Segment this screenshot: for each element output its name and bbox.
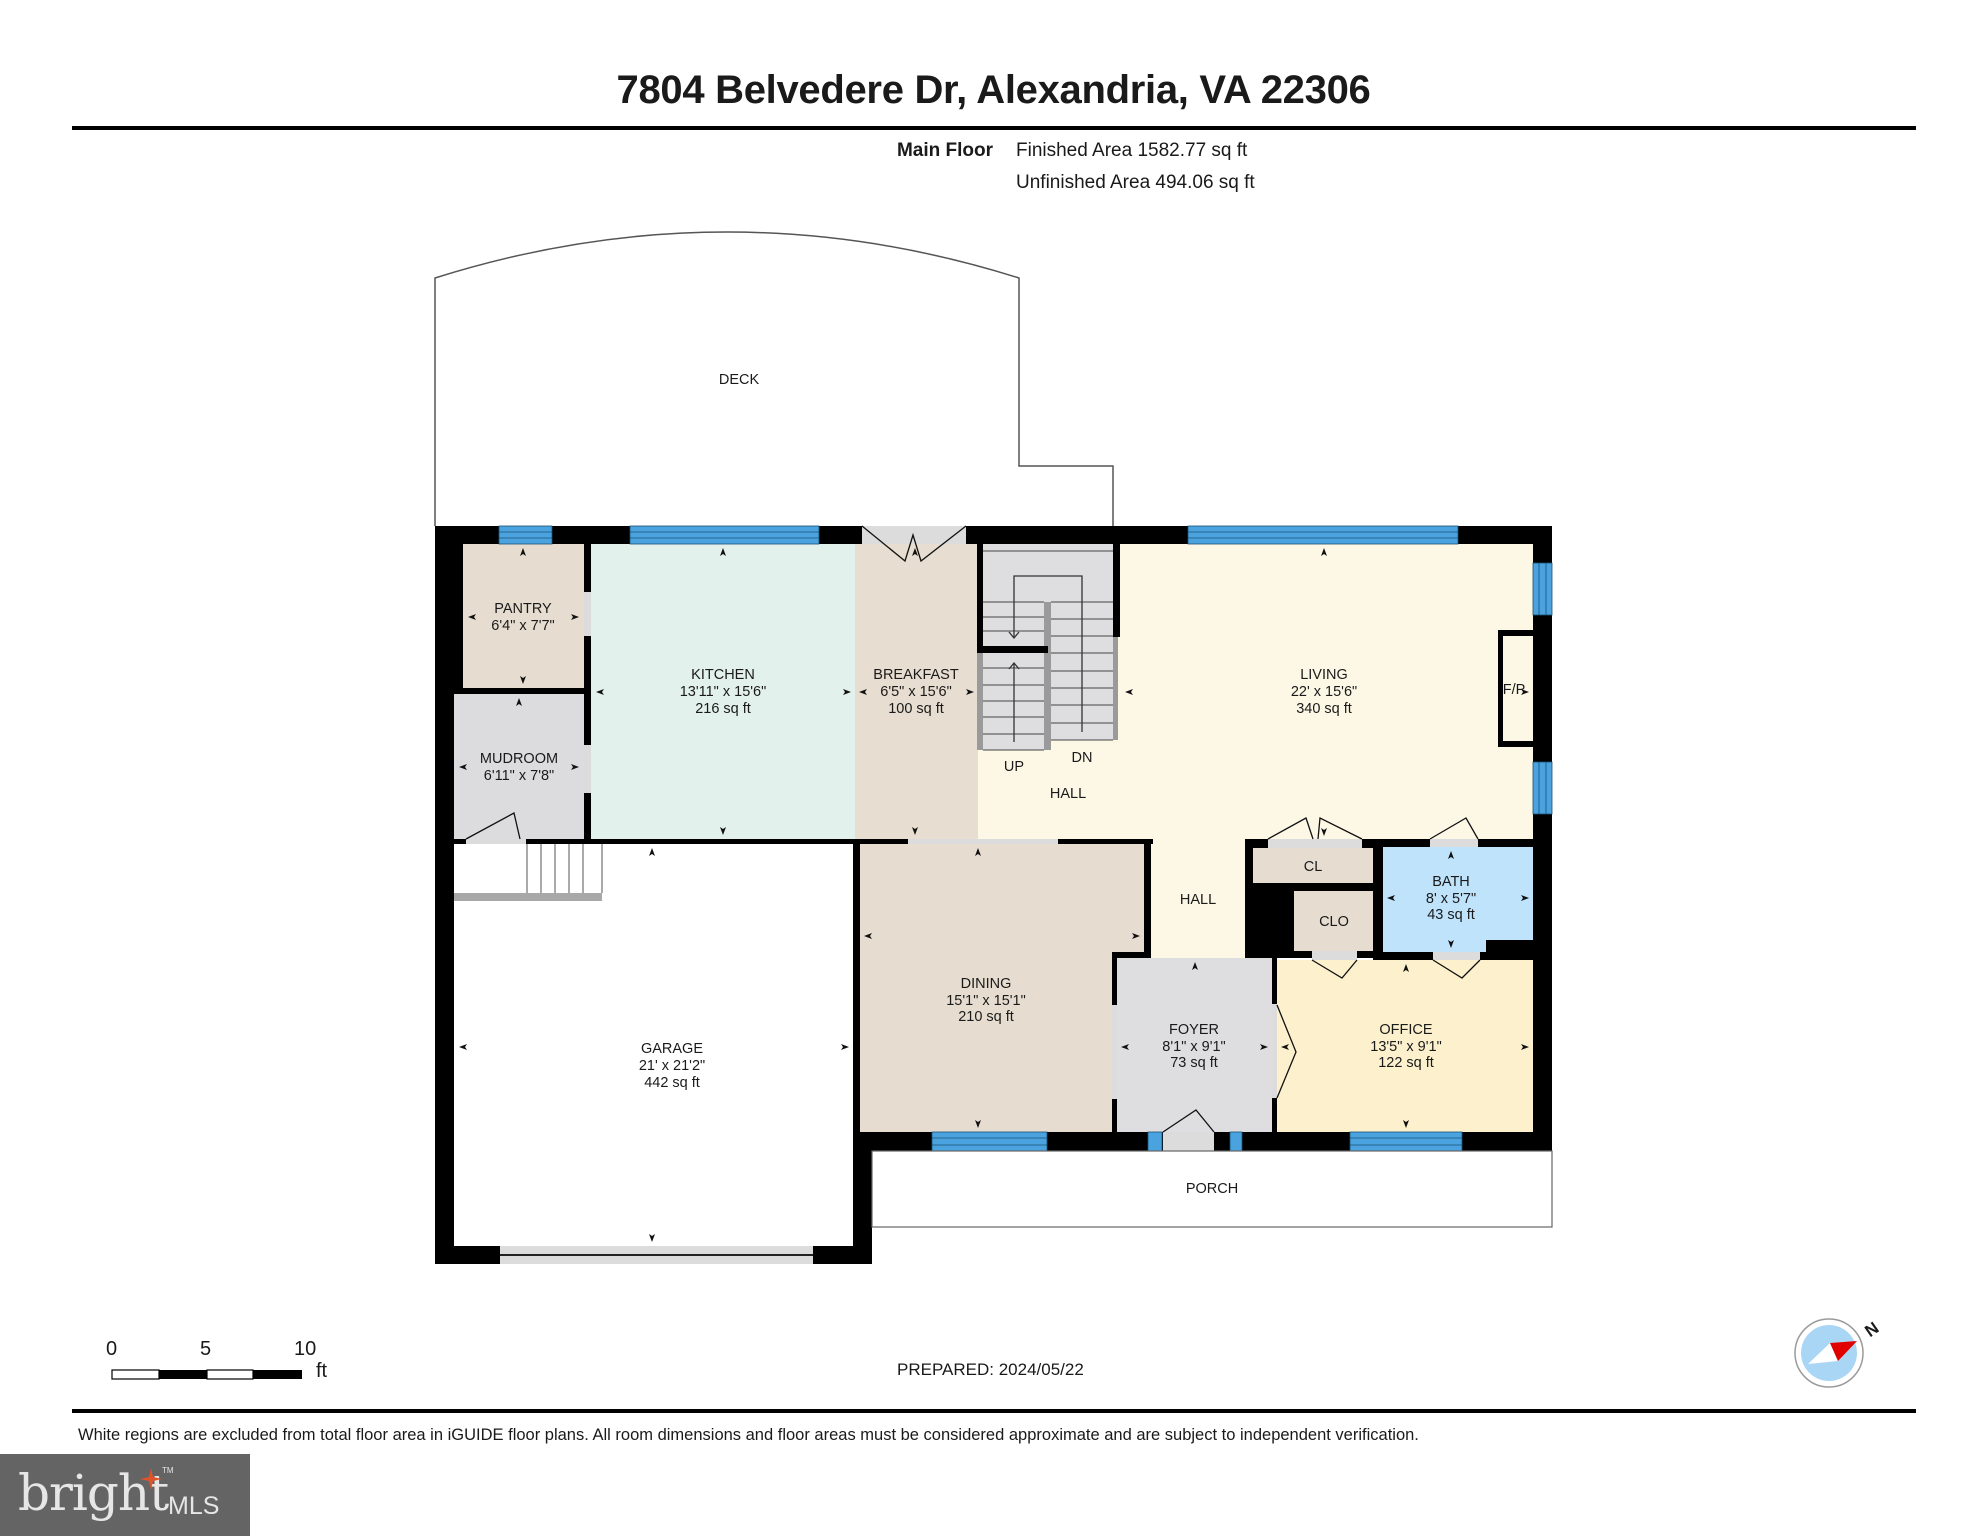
closet-clo-label: CLO [1319, 914, 1349, 930]
closet-cl-label: CL [1304, 859, 1323, 875]
scale-bar [111, 1369, 302, 1380]
scale-tick-10: 10 [294, 1338, 317, 1360]
bath-area: 43 sq ft [1427, 907, 1475, 923]
kitchen-floor [591, 544, 855, 839]
pantry-label: PANTRY [494, 601, 552, 617]
dining-label: DINING [961, 976, 1012, 992]
mudroom-floor [454, 694, 584, 839]
foyer-area: 73 sq ft [1170, 1055, 1218, 1071]
mudroom-dims: 6'11" x 7'8" [484, 768, 554, 784]
kitchen-dims: 13'11" x 15'6" [680, 684, 767, 700]
footer-divider [72, 1409, 1916, 1413]
living-dims: 22' x 15'6" [1291, 684, 1357, 700]
bright-mls-logo: bright TM MLS [0, 1454, 250, 1536]
breakfast-label: BREAKFAST [873, 667, 959, 683]
office-floor [1277, 960, 1533, 1132]
lower-hall-floor [1151, 840, 1245, 960]
foyer-floor [1117, 958, 1272, 1132]
fireplace-label: F/P [1503, 682, 1526, 698]
door-swings [465, 525, 1481, 1133]
office-label: OFFICE [1379, 1022, 1432, 1038]
hall-upper-label: HALL [1050, 786, 1086, 802]
logo-trademark: TM [162, 1466, 174, 1475]
stairs-down-label: DN [1072, 750, 1093, 766]
staircase [977, 544, 1120, 751]
foyer-label: FOYER [1169, 1022, 1219, 1038]
bath-floor [1383, 847, 1533, 952]
logo-mls-text: MLS [168, 1492, 220, 1520]
dining-floor [860, 844, 1144, 1132]
breakfast-dims: 6'5" x 15'6" [880, 684, 951, 700]
stairs-up-label: UP [1004, 759, 1024, 775]
porch-label: PORCH [1186, 1181, 1238, 1197]
prepared-date: PREPARED: 2024/05/22 [897, 1360, 1084, 1379]
scale-unit: ft [316, 1360, 328, 1382]
office-area: 122 sq ft [1378, 1055, 1434, 1071]
fireplace-inner [1503, 636, 1533, 741]
office-dims: 13'5" x 9'1" [1370, 1039, 1441, 1055]
finished-area: Finished Area 1582.77 sq ft [1016, 140, 1248, 161]
porch [871, 1150, 1553, 1228]
pantry-floor [463, 544, 584, 688]
kitchen-label: KITCHEN [691, 667, 755, 683]
bath-label: BATH [1432, 874, 1470, 890]
logo-brand-text: bright [18, 1464, 169, 1522]
compass-icon [1794, 1318, 1864, 1388]
living-area: 340 sq ft [1296, 701, 1352, 717]
property-address-title: 7804 Belvedere Dr, Alexandria, VA 22306 [616, 68, 1371, 112]
scale-tick-5: 5 [200, 1338, 212, 1360]
dining-dims: 15'1" x 15'1" [946, 993, 1026, 1009]
garage-dims: 21' x 21'2" [639, 1058, 705, 1074]
breakfast-floor [855, 544, 978, 839]
hall-lower-label: HALL [1180, 892, 1216, 908]
deck [434, 231, 1114, 526]
dining-area: 210 sq ft [958, 1009, 1014, 1025]
windows [498, 525, 1553, 1152]
header-divider [72, 126, 1916, 130]
unfinished-area: Unfinished Area 494.06 sq ft [1016, 172, 1255, 193]
foyer-dims: 8'1" x 9'1" [1162, 1039, 1225, 1055]
pantry-dims: 6'4" x 7'7" [491, 618, 554, 634]
disclaimer-text: White regions are excluded from total fl… [78, 1426, 1419, 1444]
garage-label: GARAGE [641, 1041, 703, 1057]
scale-tick-0: 0 [106, 1338, 118, 1360]
logo-star-icon [140, 1468, 162, 1490]
mudroom-label: MUDROOM [480, 751, 558, 767]
dimension-markers [459, 548, 1529, 1242]
breakfast-area: 100 sq ft [888, 701, 944, 717]
floor-name: Main Floor [896, 140, 993, 161]
deck-label: DECK [719, 372, 760, 388]
garage-steps [454, 844, 603, 901]
bath-dims: 8' x 5'7" [1426, 891, 1476, 907]
living-label: LIVING [1300, 667, 1348, 683]
garage-area: 442 sq ft [644, 1075, 700, 1091]
kitchen-area: 216 sq ft [695, 701, 751, 717]
garage-floor [454, 844, 853, 1246]
